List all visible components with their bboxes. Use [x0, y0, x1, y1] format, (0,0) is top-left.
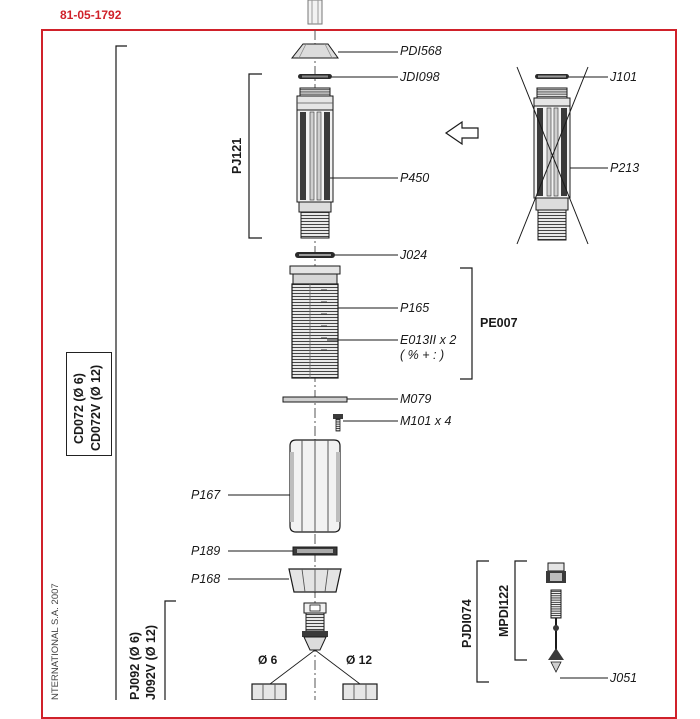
label-pj092v: J092V (Ø 12)	[144, 624, 158, 700]
label-p168: P168	[191, 572, 221, 586]
label-cd072v: CD072V (Ø 12)	[89, 364, 103, 451]
label-p165: P165	[400, 301, 430, 315]
part-connector-d12	[342, 683, 378, 700]
label-j024: J024	[400, 248, 428, 262]
label-p450: P450	[400, 171, 430, 185]
part-m079-gasket	[282, 396, 348, 403]
bracket-pe007	[460, 267, 473, 380]
parts-drawing	[115, 30, 608, 700]
bracket-mpdi122	[514, 560, 527, 661]
label-j051: J051	[610, 671, 638, 685]
document-number: 81-05-1792	[60, 8, 122, 22]
label-j101: J101	[610, 70, 638, 84]
part-outlet-fitting	[302, 602, 328, 651]
bracket-pjdi074	[476, 560, 489, 683]
part-p165-body	[289, 265, 341, 379]
label-m079: M079	[400, 392, 432, 406]
label-diameter-12: Ø 12	[346, 653, 373, 667]
label-mpdi122: MPDI122	[497, 584, 511, 637]
bracket-pj092	[164, 600, 176, 700]
label-m101: M101 x 4	[400, 414, 452, 428]
bracket-cd072	[115, 45, 127, 700]
part-p450-cartridge	[296, 87, 334, 239]
crossed-out-part-p213	[516, 66, 589, 245]
label-p189: P189	[191, 544, 221, 558]
label-diameter-6: Ø 6	[258, 653, 278, 667]
label-pj092: PJ092 (Ø 6)	[128, 631, 142, 700]
part-p167-housing	[289, 439, 341, 533]
part-mpdi122-valve	[546, 562, 566, 673]
cd072-label-box	[66, 352, 112, 456]
label-p167: P167	[191, 488, 221, 502]
part-pdi568-cap	[290, 43, 339, 59]
exploded-parts-diagram: 81-05-1792	[41, 0, 677, 719]
label-cd072: CD072 (Ø 6)	[72, 373, 86, 444]
label-pj121: PJ121	[230, 137, 244, 174]
part-connector-d6	[251, 683, 287, 700]
copyright-text: NTERNATIONAL S.A. 2007	[50, 583, 61, 700]
label-pdi568: PDI568	[400, 44, 442, 58]
part-m101-screw	[333, 414, 343, 432]
label-jdi098: JDI098	[400, 70, 440, 84]
label-pe007: PE007	[480, 316, 518, 330]
bracket-pj121	[248, 73, 262, 239]
label-pjdi074: PJDI074	[460, 599, 474, 648]
label-p213: P213	[610, 161, 640, 175]
top-fitting-stub	[307, 0, 323, 25]
label-e013ii: E013II x 2	[400, 333, 457, 347]
hollow-arrow-left-icon	[444, 120, 479, 146]
part-p168-nut	[288, 568, 342, 593]
label-e013ii-sub: ( % + : )	[400, 348, 445, 362]
